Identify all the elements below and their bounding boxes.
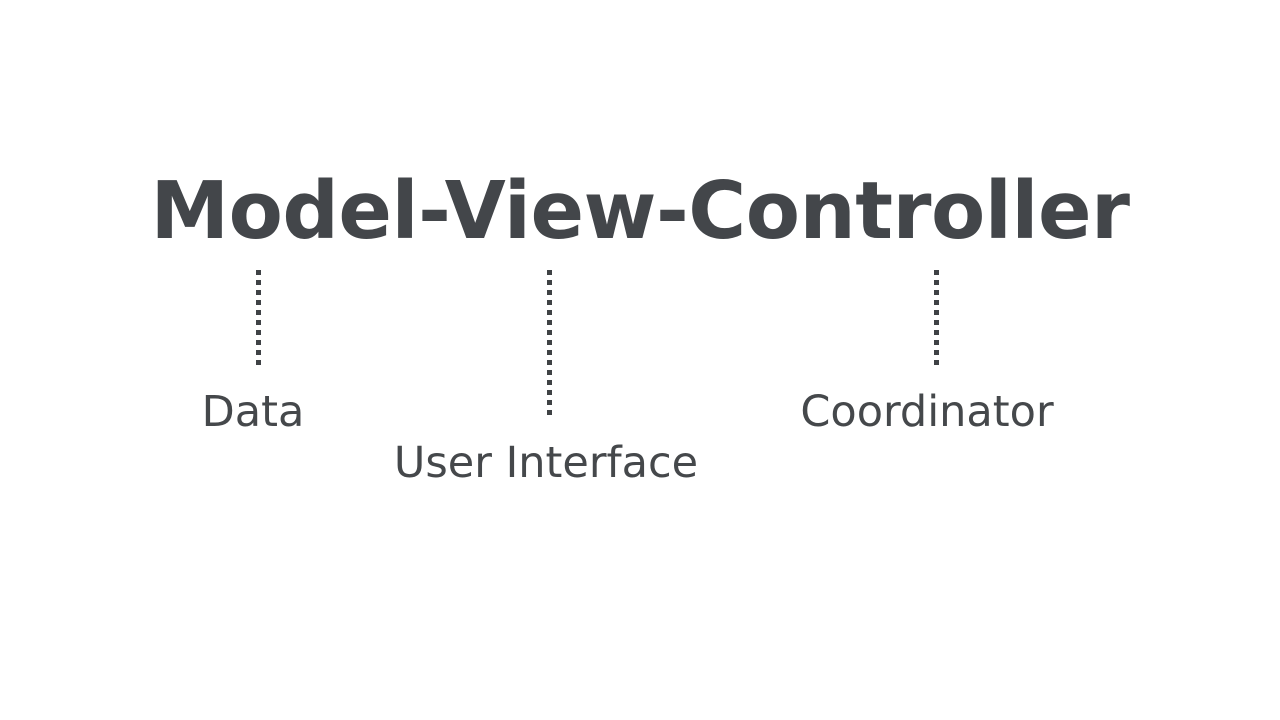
dotted-connector-controller xyxy=(934,270,939,366)
dotted-connector-model xyxy=(256,270,261,366)
dotted-connector-view xyxy=(547,270,552,416)
annotation-label-view: User Interface xyxy=(393,438,699,488)
annotation-label-model: Data xyxy=(201,387,305,437)
page-title: Model-View-Controller xyxy=(150,165,1130,257)
annotation-label-controller: Coordinator xyxy=(800,387,1054,437)
